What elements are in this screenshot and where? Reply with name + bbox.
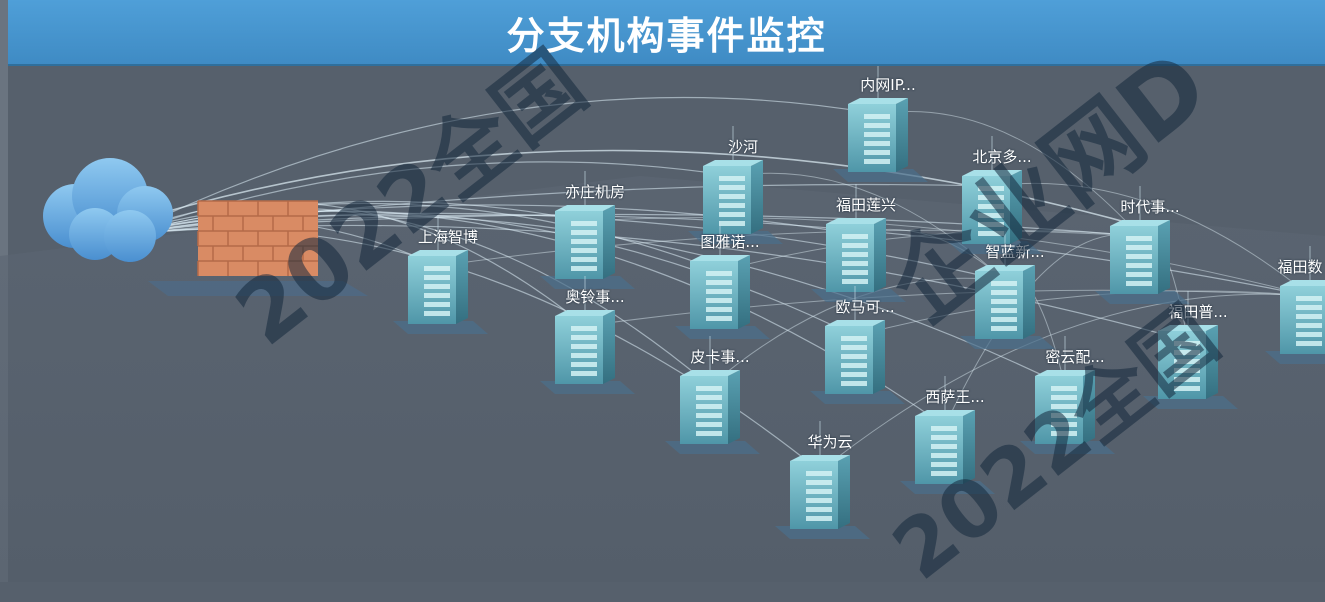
server-shahe-icon[interactable] <box>688 126 783 244</box>
server-yizhuang-icon[interactable] <box>540 171 635 289</box>
server-beijing-icon[interactable] <box>947 136 1042 254</box>
link-line <box>819 293 1311 472</box>
server-nodes <box>393 66 1325 539</box>
server-zhilan-icon[interactable] <box>960 231 1055 349</box>
link-line <box>991 182 1311 297</box>
link-line <box>877 111 1141 237</box>
node-label-yizhuang: 亦庄机房 <box>564 183 626 201</box>
server-xisa-icon[interactable] <box>900 376 995 494</box>
node-label-beijing: 北京多... <box>972 148 1032 166</box>
node-label-futian1: 福田莲兴 <box>835 196 897 214</box>
node-label-xisa: 西萨王... <box>925 388 985 406</box>
server-neiwang-icon[interactable] <box>833 66 928 182</box>
link-line <box>124 96 879 235</box>
node-label-futian2: 福田普... <box>1168 303 1228 321</box>
server-shidai-icon[interactable] <box>1095 186 1190 304</box>
server-futian1-icon[interactable] <box>811 184 906 302</box>
firewall-icon[interactable] <box>148 200 368 296</box>
node-label-pika: 皮卡事... <box>690 348 750 366</box>
node-label-neiwang: 内网IP... <box>860 76 916 94</box>
server-tuyanuo-icon[interactable] <box>675 221 770 339</box>
network-topology <box>0 66 1325 582</box>
link-line <box>584 217 1311 297</box>
node-label-shidai: 时代事... <box>1120 198 1180 216</box>
link-line <box>584 289 1311 327</box>
node-label-aoling: 奥铃事... <box>565 288 625 306</box>
node-label-oumake: 欧马可... <box>835 298 895 316</box>
server-oumake-icon[interactable] <box>810 286 905 404</box>
node-label-shanghai: 上海智博 <box>417 228 479 246</box>
node-label-futian3: 福田数 <box>1277 258 1323 276</box>
node-label-miyun: 密云配... <box>1045 348 1105 366</box>
node-label-zhilan: 智蓝新... <box>985 243 1045 261</box>
server-aoling-icon[interactable] <box>540 276 635 394</box>
link-line <box>124 201 586 327</box>
link-line <box>437 229 1141 267</box>
node-label-huawei: 华为云 <box>807 433 853 451</box>
server-pika-icon[interactable] <box>665 336 760 454</box>
title-bar: 分支机构事件监控 <box>8 0 1325 66</box>
server-futian2-icon[interactable] <box>1143 291 1238 409</box>
link-line <box>719 230 1141 272</box>
page-title: 分支机构事件监控 <box>506 13 827 58</box>
server-miyun-icon[interactable] <box>1020 336 1115 454</box>
cloud-icon[interactable] <box>43 158 173 262</box>
node-label-shahe: 沙河 <box>727 138 759 156</box>
server-huawei-icon[interactable] <box>775 421 870 539</box>
server-shanghai-icon[interactable] <box>393 216 488 334</box>
server-futian3-icon[interactable] <box>1265 246 1325 364</box>
link-line <box>854 290 1311 337</box>
node-label-tuyanuo: 图雅诺... <box>700 233 760 251</box>
